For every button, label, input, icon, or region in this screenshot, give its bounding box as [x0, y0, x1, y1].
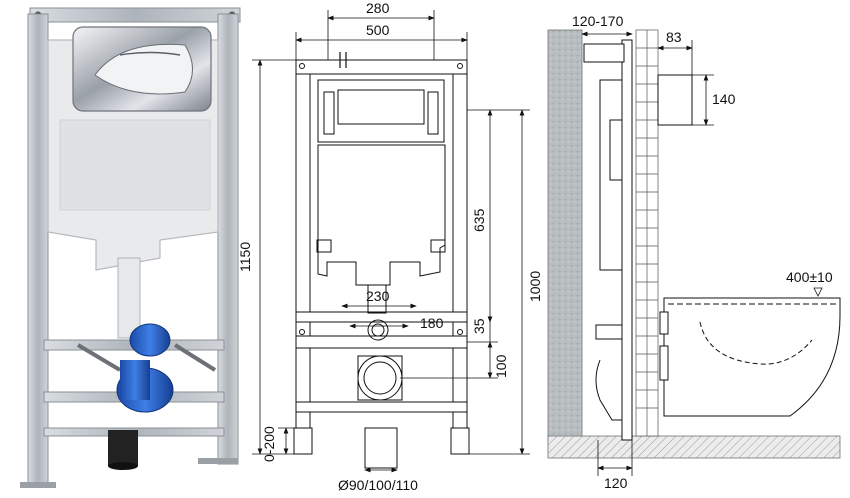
wc-bowl	[659, 297, 841, 417]
dim-140-label: 140	[712, 91, 736, 107]
dim-diameter-label: Ø90/100/110	[338, 477, 418, 493]
product-photo	[20, 7, 241, 488]
side-section	[547, 29, 841, 459]
dim-180-label: 180	[420, 315, 444, 331]
dim-500-label: 500	[366, 22, 390, 38]
brick-cladding	[635, 29, 659, 437]
dim-400-label: 400±10	[786, 269, 833, 285]
flush-button-box	[657, 74, 693, 126]
front-elevation	[293, 52, 470, 469]
side-dimensions	[581, 31, 840, 476]
dim-35-label: 35	[471, 318, 487, 334]
dim-83-label: 83	[666, 29, 682, 45]
dim-0-200-label: 0-200	[261, 426, 277, 462]
dim-1000-label: 1000	[527, 271, 543, 302]
wall	[547, 29, 583, 443]
dim-280-label: 280	[366, 0, 390, 16]
dim-120-170-label: 120-170	[572, 13, 624, 29]
dim-1150-label: 1150	[237, 242, 253, 272]
side-dimension-labels: 120-170 83 140 400±10 120	[572, 13, 833, 491]
front-dimensions	[252, 10, 530, 473]
front-dimension-labels: 280 500 1150 635 1000 230 180 35 100 0-2…	[237, 0, 543, 493]
dim-230-label: 230	[366, 288, 390, 304]
dim-120-label: 120	[604, 475, 628, 491]
dim-635-label: 635	[471, 208, 487, 232]
floor	[547, 435, 841, 459]
dim-100-label: 100	[493, 354, 509, 378]
